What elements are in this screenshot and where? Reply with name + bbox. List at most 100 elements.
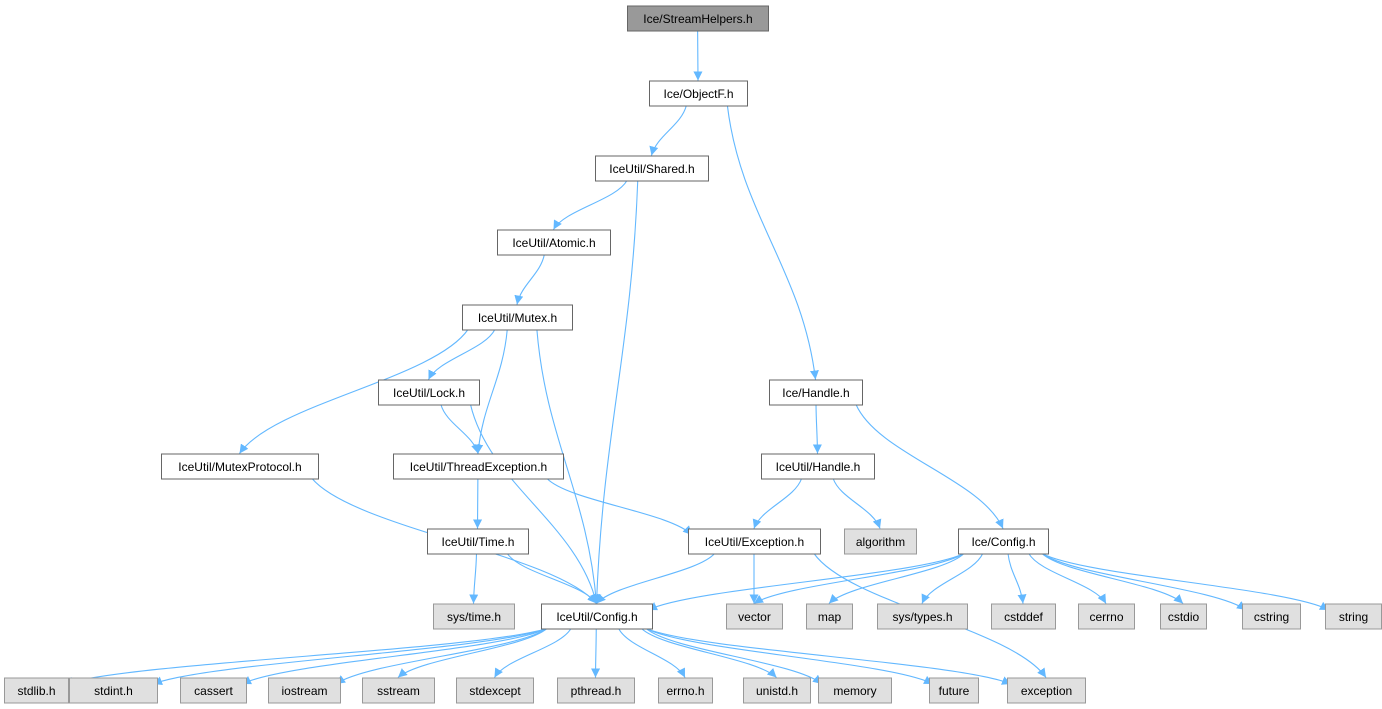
edge-iceutilconfig-to-stdexcept: [494, 628, 572, 678]
node-box: [433, 603, 515, 630]
edge-objectf-to-icehandle: [726, 105, 819, 380]
node-box: [497, 229, 611, 256]
node-box: [688, 528, 821, 555]
edge-iceconfig-to-cstring: [1041, 553, 1247, 611]
node-box: [1242, 603, 1301, 630]
edge-lock-to-iceutilconfig: [469, 404, 599, 604]
node-shared[interactable]: IceUtil/Shared.h: [595, 155, 709, 182]
node-iostream: iostream: [268, 677, 341, 704]
node-label: IceUtil/Lock.h: [393, 386, 465, 400]
node-label: Ice/Config.h: [971, 535, 1035, 549]
node-icehandle[interactable]: Ice/Handle.h: [769, 379, 863, 406]
edge-iceconfig-to-systypes: [921, 553, 984, 604]
node-label: cassert: [194, 684, 233, 698]
node-cassert: cassert: [180, 677, 247, 704]
edge-mutex-to-mutexprotocol: [239, 329, 469, 454]
node-vector: vector: [726, 603, 783, 630]
edge-shared-to-iceutilconfig: [592, 180, 639, 604]
edge-iceconfig-to-iceutilconfig: [647, 553, 965, 611]
edge-iceconfig-to-cstddef: [1007, 553, 1027, 604]
node-mutexprotocol[interactable]: IceUtil/MutexProtocol.h: [161, 453, 319, 480]
edge-threadexception-to-exception_h: [546, 478, 693, 536]
node-cstring: cstring: [1242, 603, 1301, 630]
edge-mutex-to-threadexception: [474, 329, 508, 454]
node-future: future: [929, 677, 979, 704]
node-cerrno: cerrno: [1078, 603, 1135, 630]
node-unistd: unistd.h: [743, 677, 811, 704]
node-label: IceUtil/Atomic.h: [512, 236, 595, 250]
node-time[interactable]: IceUtil/Time.h: [427, 528, 529, 555]
node-box: [818, 677, 892, 704]
node-label: string: [1339, 610, 1368, 624]
node-box: [844, 528, 917, 555]
node-sstream: sstream: [362, 677, 435, 704]
edge-iceutilconfig-to-iostream: [335, 628, 548, 685]
node-box: [769, 379, 863, 406]
node-box: [991, 603, 1056, 630]
node-box: [743, 677, 811, 704]
node-box: [378, 379, 480, 406]
edge-iceutilhandle-to-exception_h: [752, 478, 803, 529]
edge-exception_h-to-iceutilconfig: [596, 553, 716, 604]
node-stdint: stdint.h: [69, 677, 158, 704]
node-iceutilconfig[interactable]: IceUtil/Config.h: [541, 603, 653, 630]
edge-iceutilconfig-to-errno: [618, 628, 686, 678]
node-cstddef: cstddef: [991, 603, 1056, 630]
node-label: stdlib.h: [17, 684, 55, 698]
edge-iceutilconfig-to-memory: [645, 628, 823, 685]
node-exception: exception: [1007, 677, 1086, 704]
node-label: cstddef: [1004, 610, 1043, 624]
node-label: IceUtil/MutexProtocol.h: [178, 460, 301, 474]
node-label: IceUtil/Time.h: [442, 535, 515, 549]
node-mutex[interactable]: IceUtil/Mutex.h: [462, 304, 573, 331]
node-label: future: [939, 684, 970, 698]
node-box: [649, 80, 748, 107]
node-pthread: pthread.h: [557, 677, 635, 704]
nodes: Ice/StreamHelpers.hIce/ObjectF.hIceUtil/…: [4, 5, 1382, 704]
node-iceutilhandle[interactable]: IceUtil/Handle.h: [761, 453, 875, 480]
edge-iceconfig-to-cerrno: [1028, 553, 1107, 604]
node-box: [462, 304, 573, 331]
edge-iceutilconfig-to-exception: [645, 627, 1012, 685]
node-cstdio: cstdio: [1160, 603, 1207, 630]
node-box: [627, 5, 769, 32]
node-label: memory: [833, 684, 876, 698]
node-box: [456, 677, 534, 704]
node-label: unistd.h: [756, 684, 798, 698]
node-label: iostream: [281, 684, 327, 698]
node-box: [180, 677, 247, 704]
node-box: [929, 677, 979, 704]
node-memory: memory: [818, 677, 892, 704]
node-label: cstdio: [1168, 610, 1200, 624]
node-exception_h[interactable]: IceUtil/Exception.h: [688, 528, 821, 555]
node-box: [268, 677, 341, 704]
edge-mutex-to-lock: [428, 329, 496, 380]
node-box: [161, 453, 319, 480]
node-errno: errno.h: [658, 677, 713, 704]
edge-time-to-iceutilconfig: [506, 553, 597, 604]
edge-iceutilconfig-to-cassert: [241, 628, 548, 685]
node-systypes: sys/types.h: [877, 603, 968, 630]
node-label: sys/time.h: [447, 610, 501, 624]
node-lock[interactable]: IceUtil/Lock.h: [378, 379, 480, 406]
node-streamhelpers[interactable]: Ice/StreamHelpers.h: [627, 5, 769, 32]
node-string: string: [1325, 603, 1382, 630]
node-box: [427, 528, 529, 555]
node-label: Ice/Handle.h: [782, 386, 849, 400]
edge-iceutilconfig-to-future: [645, 628, 934, 685]
node-box: [557, 677, 635, 704]
node-label: IceUtil/ThreadException.h: [410, 460, 547, 474]
node-box: [595, 155, 709, 182]
node-label: Ice/StreamHelpers.h: [643, 12, 752, 26]
node-box: [393, 453, 564, 480]
node-iceconfig[interactable]: Ice/Config.h: [958, 528, 1049, 555]
node-objectf[interactable]: Ice/ObjectF.h: [649, 80, 748, 107]
edge-iceconfig-to-string: [1041, 553, 1330, 611]
node-label: cstring: [1254, 610, 1289, 624]
node-atomic[interactable]: IceUtil/Atomic.h: [497, 229, 611, 256]
edge-mutex-to-iceutilconfig: [536, 329, 601, 604]
node-threadexception[interactable]: IceUtil/ThreadException.h: [393, 453, 564, 480]
node-label: sys/types.h: [892, 610, 952, 624]
node-label: errno.h: [666, 684, 704, 698]
